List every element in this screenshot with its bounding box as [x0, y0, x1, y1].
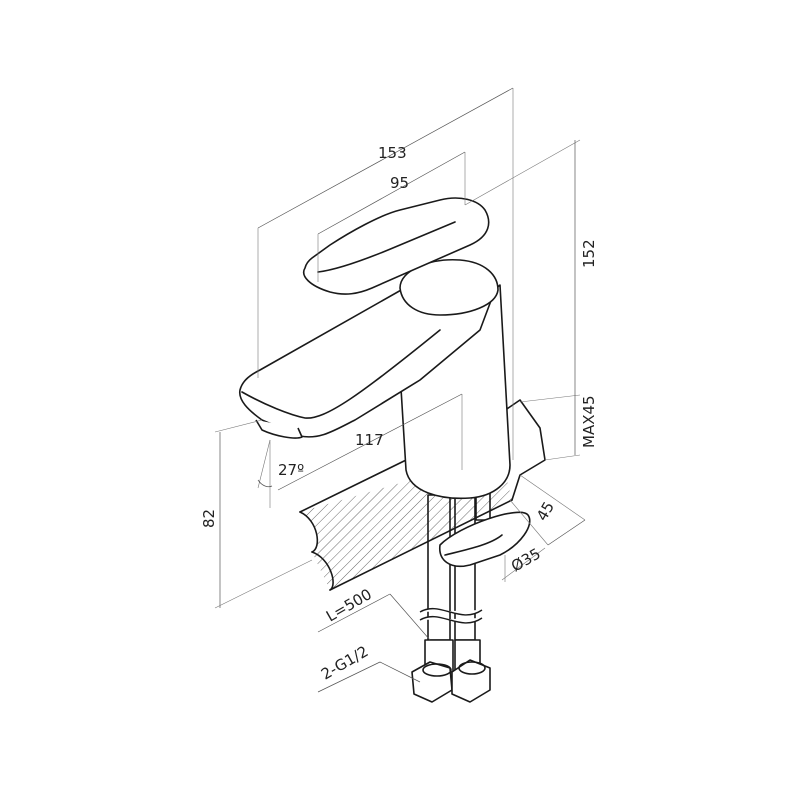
dimension-spout-height: 82 — [200, 419, 313, 609]
hose-length-label: L=500 — [323, 585, 375, 625]
dim-35-label: Ø35 — [508, 544, 544, 575]
dimension-spout-reach: 117 — [277, 393, 463, 491]
dimension-deck-thickness: MAX45 — [544, 395, 598, 461]
dim-max45-label: MAX45 — [580, 395, 598, 448]
leader-hose-length: L=500 — [317, 585, 431, 641]
dim-117-label: 117 — [355, 431, 384, 449]
leader-connection: 2-G1/2 — [317, 642, 421, 693]
dim-27-label: 27º — [278, 461, 304, 479]
dimension-spout-angle: 27º — [257, 439, 304, 508]
dim-82-label: 82 — [200, 509, 218, 528]
dimension-overall-length: 153 — [257, 87, 514, 460]
dim-152-label: 152 — [580, 239, 598, 268]
connection-label: 2-G1/2 — [318, 642, 371, 683]
dim-153-label: 153 — [378, 144, 407, 162]
dimension-height: 152 — [464, 139, 598, 403]
faucet-body — [238, 197, 511, 500]
dimension-handle-length: 95 — [317, 151, 466, 282]
dim-45-label: 45 — [533, 498, 558, 524]
dim-95-label: 95 — [390, 174, 409, 192]
supply-hoses — [411, 489, 491, 703]
